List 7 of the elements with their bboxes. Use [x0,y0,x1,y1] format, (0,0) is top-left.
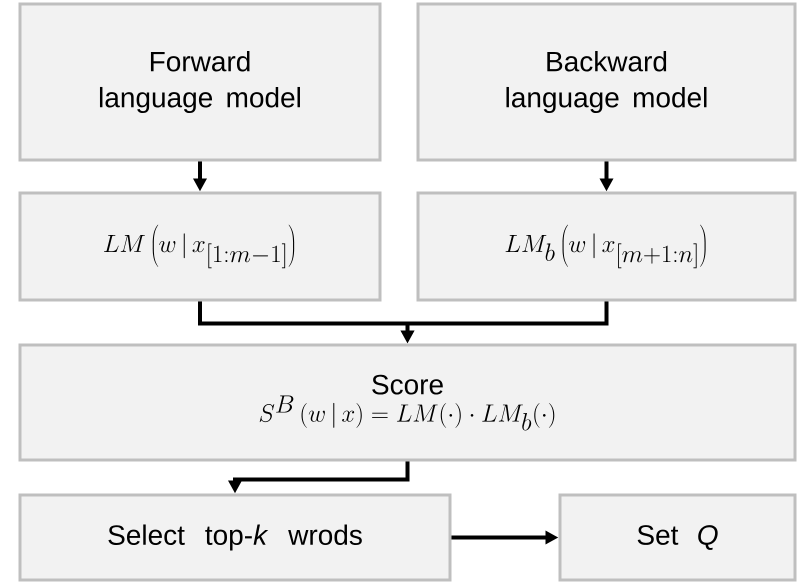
process-box: Select top-k wrods [18,494,452,582]
formula-box: $LM\left(w\,|\,x_{[1:m-1]}\right)$ [18,192,382,302]
score-box: Score $S^{B}\left(w\,|\,x\right) = LM(\cdot)\cdot LM_{b}(\cdot)$ [18,344,796,462]
model-box: Forward language model [18,2,382,162]
formula-box: $LM_{b}\left(w\,|\,x_{[m+1:n]}\right)$ [416,192,796,302]
model-box: Backward language model [416,2,796,162]
result-box: Set Q [558,494,796,582]
